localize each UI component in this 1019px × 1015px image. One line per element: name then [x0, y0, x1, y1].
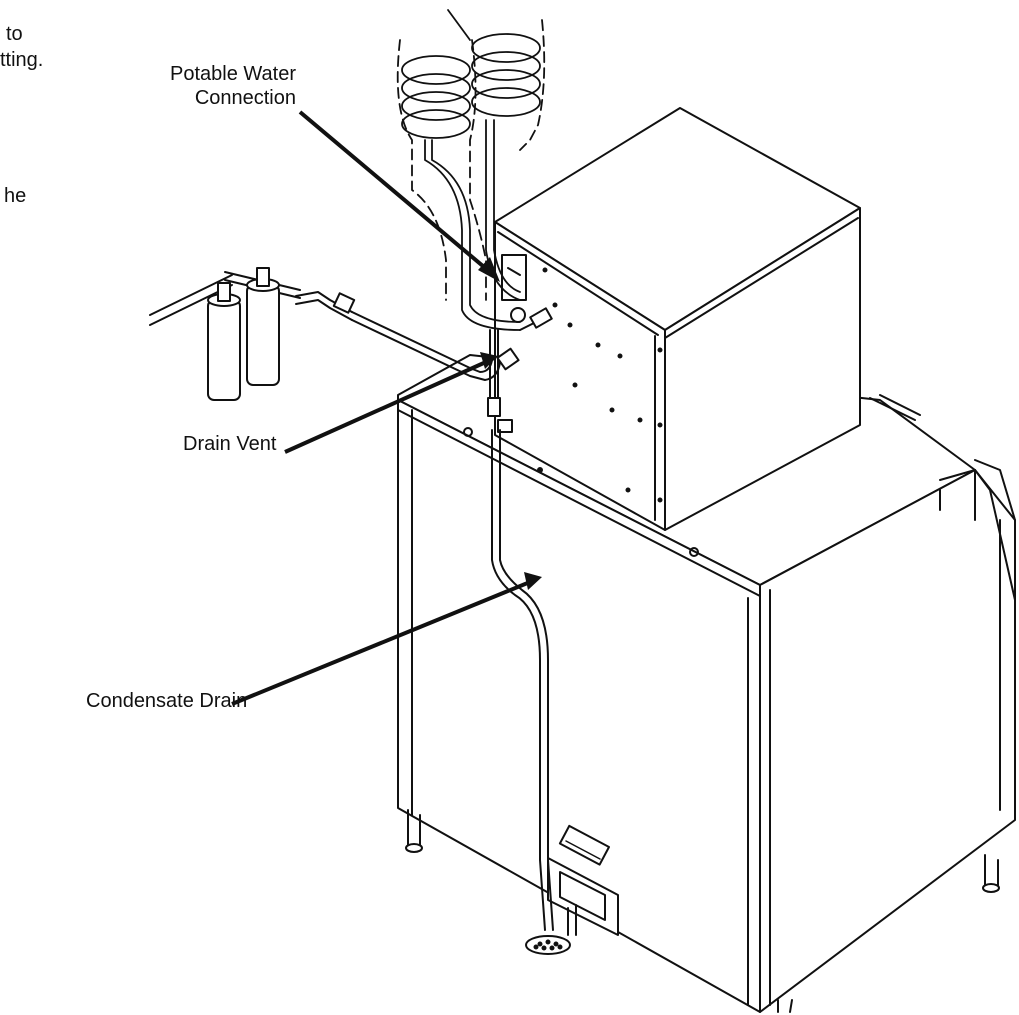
potable-water-label-line2: Connection — [194, 87, 296, 109]
drain-vent-arrow — [284, 360, 487, 454]
callout-arrows — [231, 110, 542, 706]
drain-vent-arrowhead — [480, 352, 498, 369]
cropped-text-fragment: he — [4, 185, 27, 207]
cropped-text-fragment: tting. — [0, 49, 44, 71]
cropped-text-fragment: to — [6, 23, 23, 45]
potable-water-label-line1: Potable Water — [170, 63, 296, 85]
drain-vent-label: Drain Vent — [183, 433, 277, 455]
condensate-drain-arrowhead — [524, 572, 542, 590]
potable-water-arrow — [298, 110, 492, 274]
condensate-drain-arrow — [231, 580, 531, 706]
condensate-drain-label: Condensate Drain — [86, 690, 248, 712]
potable-water-arrowhead — [478, 257, 500, 282]
water-filter-assembly — [149, 267, 553, 401]
ice-machine-head — [494, 107, 861, 531]
potable-water-label: Potable Water Connection — [128, 62, 296, 110]
drain-tubing — [487, 329, 577, 955]
